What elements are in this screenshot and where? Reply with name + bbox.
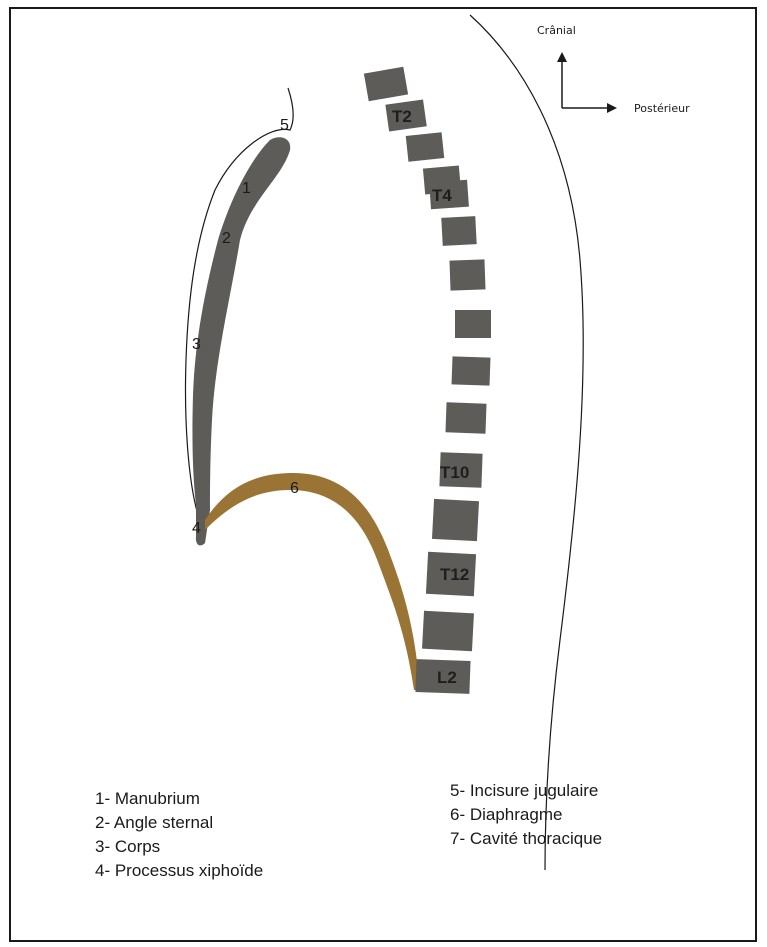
vertebra bbox=[452, 356, 491, 385]
vertebra bbox=[441, 216, 476, 246]
vertebral-column bbox=[364, 67, 491, 694]
legend-left: 1- Manubrium 2- Angle sternal 3- Corps 4… bbox=[95, 787, 263, 883]
vertebra-label-t4: T4 bbox=[432, 186, 452, 205]
legend-item: 6- Diaphragme bbox=[450, 803, 602, 827]
posterior-body-outline bbox=[470, 15, 583, 870]
label-manubrium-number: 1 bbox=[242, 180, 251, 197]
vertebra-label-t10: T10 bbox=[440, 463, 469, 482]
legend-item: 2- Angle sternal bbox=[95, 811, 263, 835]
vertebra bbox=[364, 67, 408, 102]
vertebra bbox=[449, 259, 485, 290]
vertebra bbox=[455, 310, 491, 338]
legend-item: 7- Cavité thoracique bbox=[450, 827, 602, 851]
diaphragm bbox=[205, 473, 420, 690]
vertebra-label-l2: L2 bbox=[437, 668, 457, 687]
legend-item: 4- Processus xiphoïde bbox=[95, 859, 263, 883]
label-diaphragm-number: 6 bbox=[290, 480, 299, 497]
legend-item: 1- Manubrium bbox=[95, 787, 263, 811]
vertebra-label-t12: T12 bbox=[440, 565, 469, 584]
legend-item: 3- Corps bbox=[95, 835, 263, 859]
label-corps-number: 3 bbox=[192, 336, 201, 353]
vertebra bbox=[432, 499, 479, 541]
vertebra-label-t2: T2 bbox=[392, 107, 412, 126]
vertebra bbox=[422, 611, 474, 652]
vertebra bbox=[445, 402, 486, 433]
orientation-indicator bbox=[557, 52, 617, 113]
label-sternal-angle-number: 2 bbox=[222, 230, 231, 247]
label-xiphoid-number: 4 bbox=[192, 520, 201, 537]
cranial-label: Crânial bbox=[537, 24, 576, 37]
legend-right: 5- Incisure jugulaire 6- Diaphragme 7- C… bbox=[450, 779, 602, 851]
legend-item: 5- Incisure jugulaire bbox=[450, 779, 602, 803]
cranial-arrowhead bbox=[557, 52, 567, 62]
label-jugular-notch-number: 5 bbox=[280, 117, 289, 134]
posterior-arrowhead bbox=[607, 103, 617, 113]
vertebra bbox=[406, 132, 445, 162]
posterior-label: Postérieur bbox=[634, 102, 690, 115]
